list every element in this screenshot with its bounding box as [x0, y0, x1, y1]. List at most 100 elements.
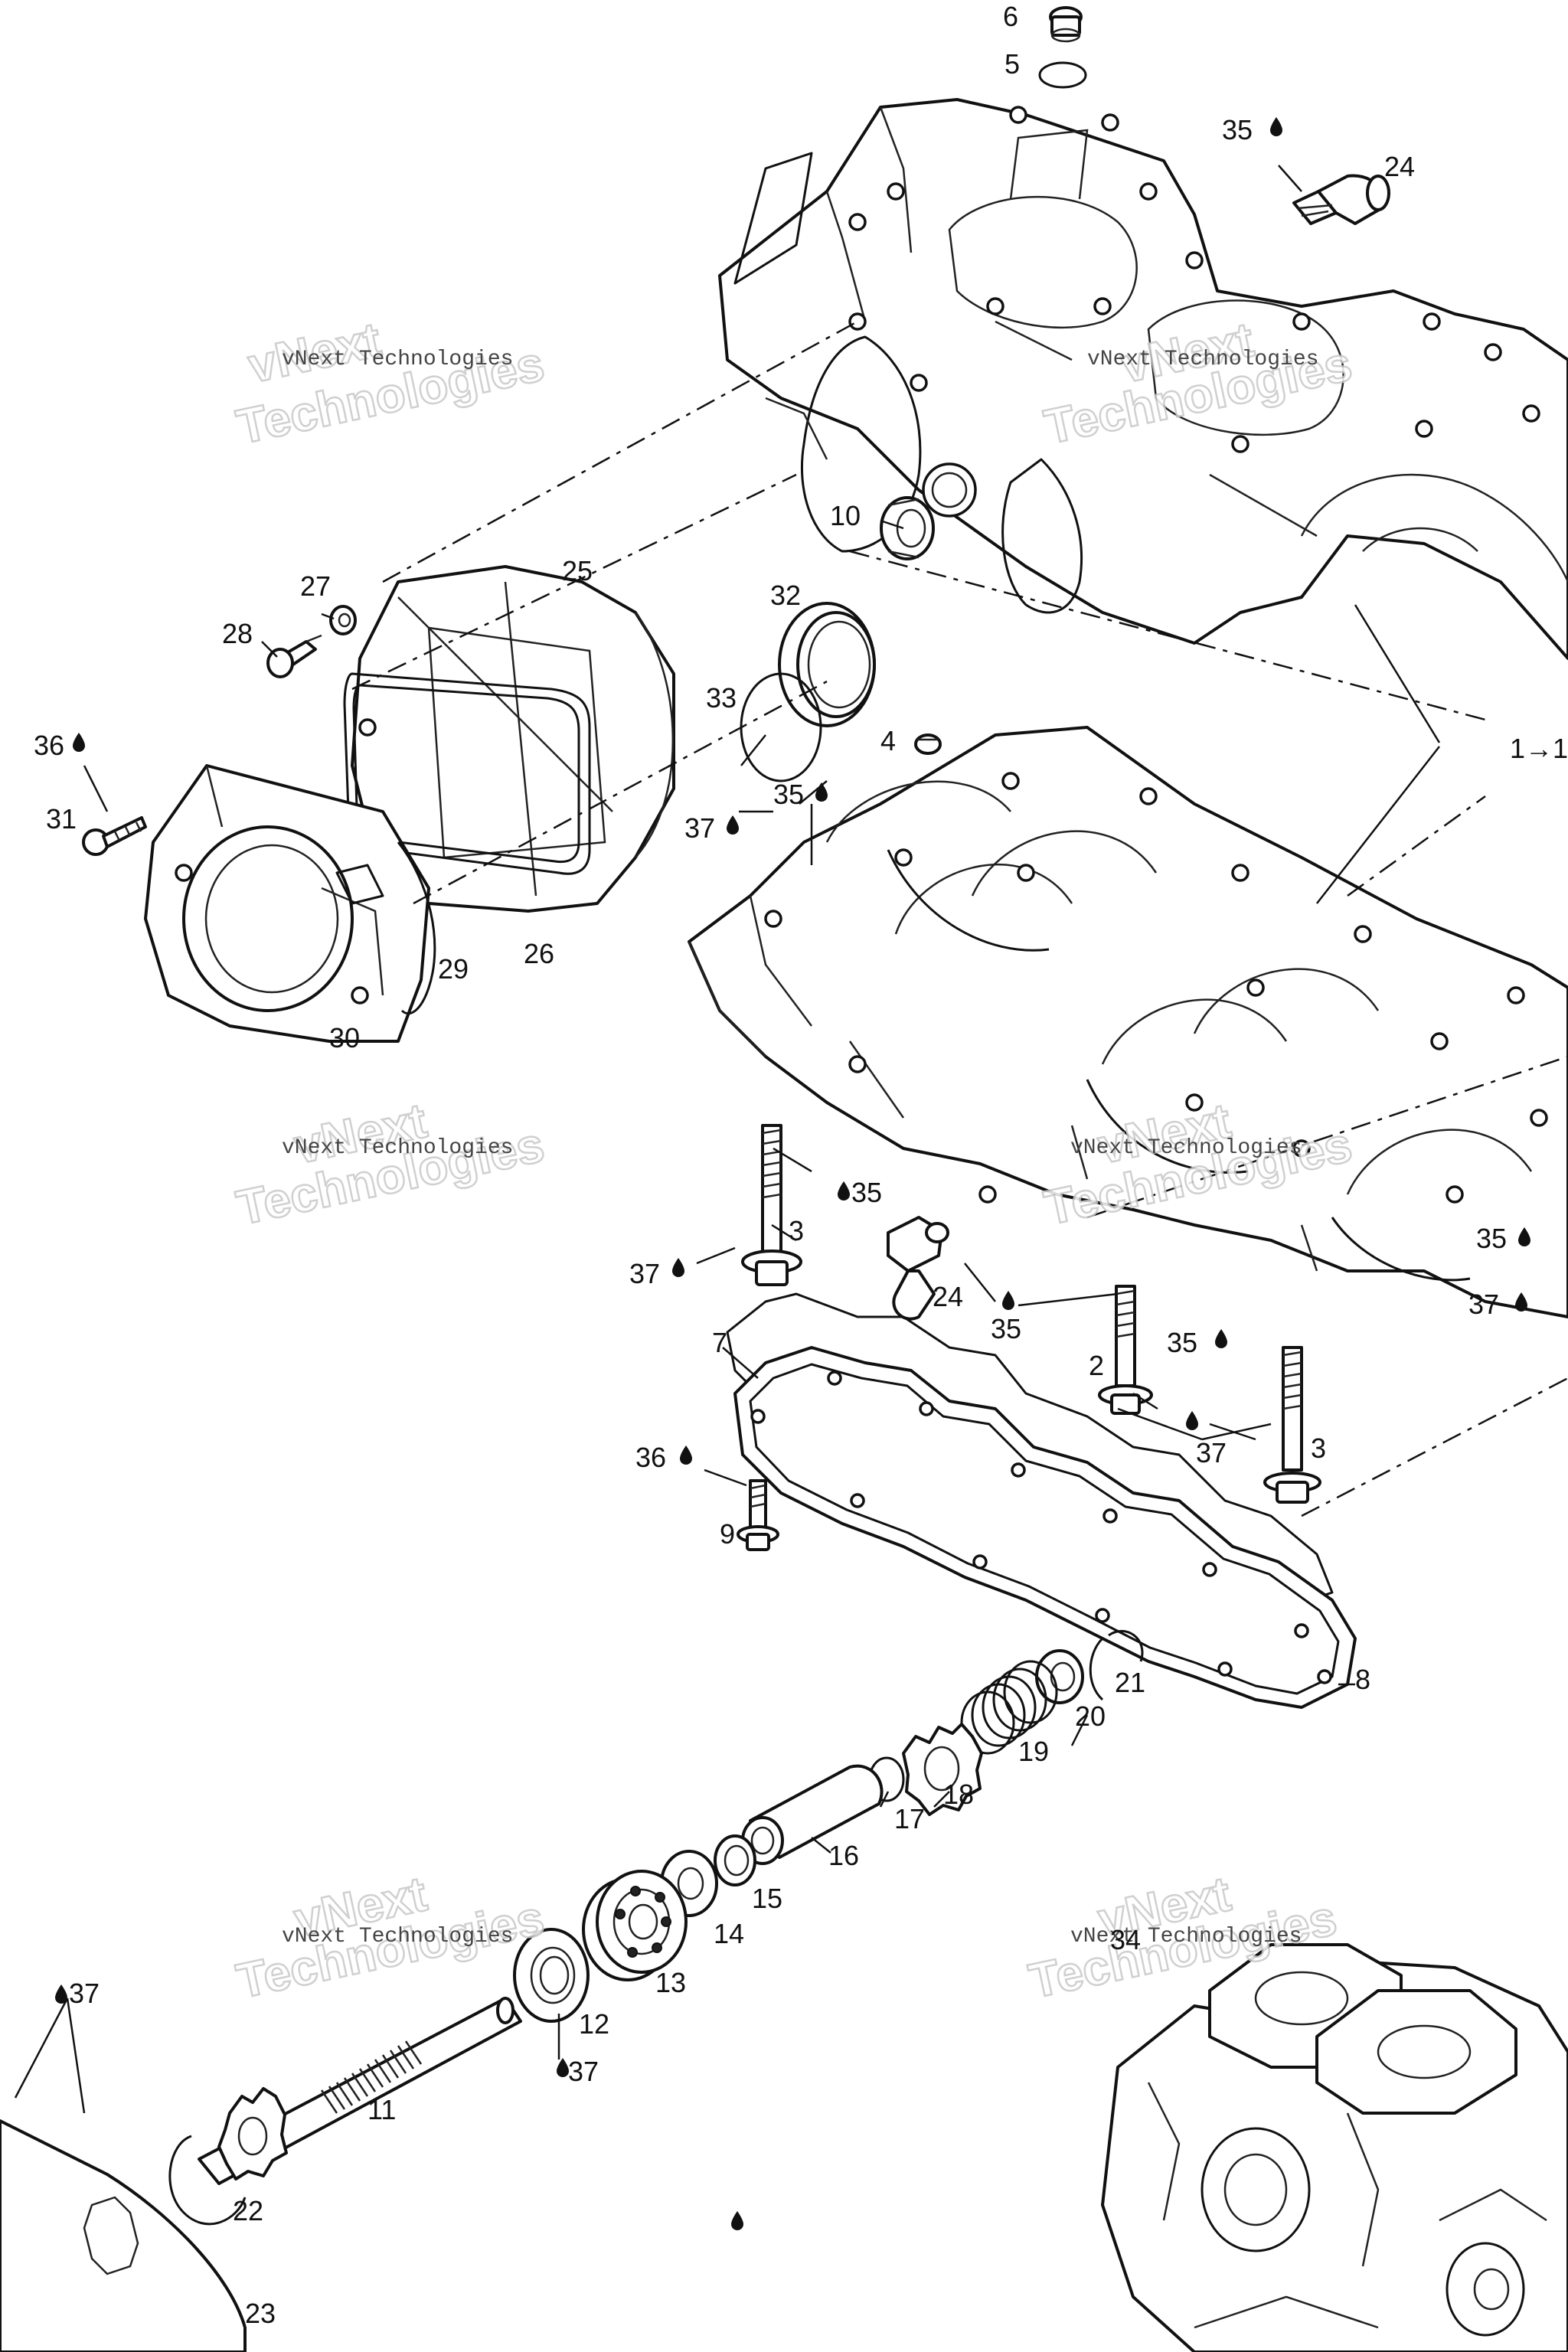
callout-36: 36 [635, 1442, 666, 1473]
svg-text:vNext Technologies: vNext Technologies [1070, 1925, 1302, 1949]
washer-part-27 [329, 605, 357, 635]
callout-37: 37 [69, 1978, 100, 2009]
screw-part-28 [266, 634, 322, 678]
callout-24: 24 [933, 1281, 963, 1312]
callout-labels: 6 5 35 24 10 25 27 28 32 33 4 1→1 36 35 … [34, 1, 1568, 2329]
callout-16: 16 [828, 1840, 859, 1871]
callout-17: 17 [894, 1803, 925, 1834]
o-ring-part-5 [1038, 61, 1087, 89]
callout-8: 8 [1355, 1664, 1370, 1695]
plate-part-23 [0, 2119, 247, 2352]
callout-37: 37 [629, 1258, 660, 1289]
drop-icon [838, 1181, 850, 1200]
callout-23: 23 [245, 2298, 276, 2329]
drop-icon [815, 782, 828, 802]
gasket-part-26 [343, 672, 591, 875]
elbow-fitting-part-24-lower [887, 1216, 949, 1321]
callout-35: 35 [1222, 114, 1253, 145]
lubricant-drop-icons [55, 117, 1530, 2230]
callout-35: 35 [1476, 1223, 1507, 1254]
callout-2: 2 [1089, 1350, 1104, 1381]
seal-part-10 [880, 496, 935, 560]
callout-37: 37 [568, 2056, 599, 2087]
callout-21: 21 [1115, 1667, 1145, 1698]
callout-35: 35 [1167, 1327, 1197, 1358]
crankcase-bolt-holes [848, 106, 1540, 453]
callout-14: 14 [714, 1918, 744, 1949]
gasket-part-8 [733, 1346, 1357, 1709]
callout-11: 11 [368, 2094, 396, 2125]
upper-crankcase [718, 98, 1568, 660]
callout-34: 34 [1110, 1924, 1141, 1955]
drop-icon [1515, 1292, 1527, 1312]
drop-icon [1186, 1411, 1198, 1430]
callout-12: 12 [579, 2008, 609, 2040]
callout-13: 13 [655, 1967, 686, 1998]
callout-29: 29 [438, 953, 469, 985]
callout-6: 6 [1003, 1, 1018, 32]
callout-10: 10 [830, 500, 861, 531]
drop-icon [727, 815, 739, 835]
callout-18: 18 [943, 1779, 974, 1810]
circlip-part-21 [1089, 1630, 1144, 1701]
leader-lines [14, 165, 1441, 2114]
gear-part-18 [902, 1723, 983, 1816]
callout-20: 20 [1075, 1700, 1106, 1732]
callout-24: 24 [1384, 151, 1415, 182]
gear-part-22 [217, 2087, 288, 2180]
bolt-part-2 [1098, 1285, 1153, 1415]
engine-assembly-thumbnail [1101, 1943, 1568, 2352]
callout-35: 35 [991, 1313, 1021, 1344]
drop-icon [1518, 1227, 1530, 1246]
callout-32: 32 [770, 580, 801, 611]
callout-35: 35 [851, 1177, 882, 1208]
drop-icon [73, 733, 85, 752]
svg-text:vNext Technologies: vNext Technologies [282, 1136, 513, 1160]
callout-22: 22 [233, 2195, 263, 2226]
callout-25: 25 [562, 555, 593, 586]
svg-text:vNext Technologies: vNext Technologies [1087, 348, 1318, 371]
drop-icon [557, 2058, 569, 2077]
callout-35: 35 [773, 779, 804, 810]
callout-33: 33 [706, 682, 737, 714]
callout-36: 36 [34, 730, 64, 761]
seal-part-32 [778, 602, 876, 727]
sleeve-part-16 [741, 1764, 884, 1865]
elbow-fitting-part-24-top [1292, 174, 1390, 225]
dowel-pin-part-4 [914, 733, 942, 755]
callout-4: 4 [880, 725, 896, 756]
drop-icon [731, 2211, 743, 2230]
drop-icon [1270, 117, 1282, 136]
svg-text:vNext Technologies: vNext Technologies [282, 348, 513, 371]
callout-37: 37 [684, 812, 715, 844]
spring-part-19 [960, 1660, 1058, 1755]
callout-31: 31 [46, 803, 77, 835]
drop-icon [1002, 1291, 1014, 1310]
callout-1-arrow-1: 1→1 [1510, 733, 1568, 764]
callout-3: 3 [1311, 1432, 1326, 1464]
callout-3: 3 [789, 1215, 804, 1246]
callout-7: 7 [712, 1327, 727, 1358]
ring-part-15 [714, 1834, 756, 1886]
seal-part-12 [513, 1928, 590, 2023]
watermark-top-left: vNext Technologies vNext Technologies [231, 311, 550, 456]
callout-37: 37 [1196, 1437, 1227, 1468]
callout-9: 9 [720, 1518, 735, 1550]
watermark-middle-left: vNext Technologies vNext Technologies [231, 1092, 550, 1236]
callout-28: 28 [222, 618, 253, 649]
alignment-lines [351, 320, 1568, 1517]
drop-icon [680, 1446, 692, 1465]
plug-part-6 [1049, 6, 1083, 43]
callout-27: 27 [300, 570, 331, 602]
bolt-part-3-left [741, 1124, 802, 1286]
circlip-part-22 [168, 2135, 247, 2226]
callout-26: 26 [524, 938, 554, 969]
svg-text:vNext Technologies: vNext Technologies [1070, 1136, 1302, 1160]
o-ring-part-33 [740, 672, 822, 782]
bolt-part-9 [737, 1479, 779, 1551]
bolt-part-3-right [1263, 1346, 1321, 1504]
washer-part-20 [1035, 1649, 1084, 1704]
bolt-part-31 [82, 816, 147, 856]
callout-15: 15 [752, 1883, 782, 1914]
